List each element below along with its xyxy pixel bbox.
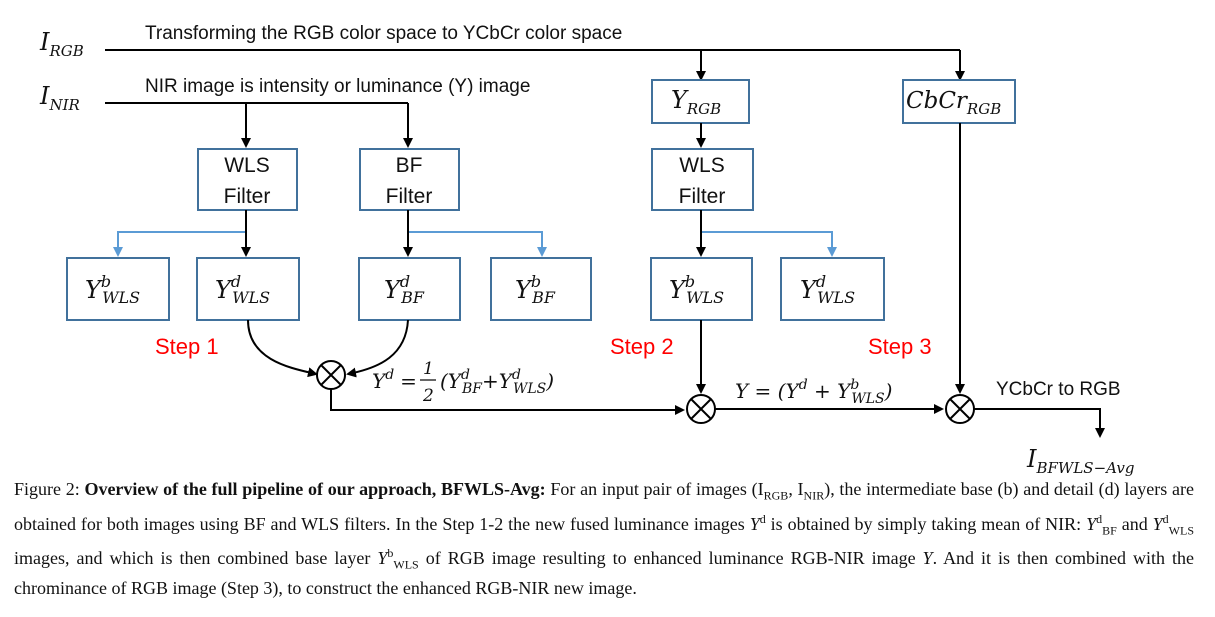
caption-text: of RGB image resulting to enhanced lumin… [418,548,923,569]
bf-filter-box [359,148,460,211]
wls-filter-2-line2: Filter [679,185,726,208]
ybfd-to-mult1-curve [346,319,409,378]
y-rgb-box [651,79,750,124]
wls-filter-box-2 [651,148,754,211]
pipeline-diagram: IRGB INIR Transforming the RGB color spa… [39,23,1134,477]
caption-math: Y [922,548,933,569]
rgb-transform-label: Transforming the RGB color space to YCbC… [145,23,622,44]
wls-filter-2-line1: WLS [679,154,725,177]
caption-sub: BF [1102,523,1117,538]
caption-text: and [1116,513,1153,534]
bf-filter-line1: BF [396,154,423,177]
caption-text: . And it is then combined with the chrom… [14,548,1194,598]
caption-bold-title: Overview of the full pipeline of our app… [84,479,546,499]
caption-math: Y [1152,513,1163,534]
multiply-node-1 [316,360,346,390]
caption-sup: d [1096,511,1103,526]
caption-sup: d [1162,511,1169,526]
wls1-split-blue [113,231,246,257]
wls-filter-1-line2: Filter [224,185,271,208]
nir-luminance-label: NIR image is intensity or luminance (Y) … [145,76,530,97]
caption-sup: b [387,546,394,561]
y-wls-b-box-1 [66,257,170,321]
step-2-label: Step 2 [610,334,674,359]
caption-math: Y [749,513,760,534]
cbcr-rgb-label: CbCrRGB [906,88,1001,118]
caption-sub: WLS [393,557,419,572]
y-wls-d-box-2 [780,257,885,321]
wls-filter-1-line1: WLS [224,154,270,177]
caption-sub: RGB [763,488,789,503]
caption-sub: NIR [803,488,825,503]
figure-caption: Figure 2: Overview of the full pipeline … [14,478,1194,600]
y-wls-b-box-2 [650,257,753,321]
wls2-split-blue [701,231,837,257]
y-bf-d-box [358,257,461,321]
equation-frac-den: 2 [422,386,434,406]
ycbcr-to-rgb-label: YCbCr to RGB [996,379,1121,400]
caption-text: , I [788,479,804,499]
ywlsd-to-mult1-curve [247,319,318,378]
caption-text: ), the intermediate base (b) and detail … [14,479,1194,534]
cbcr-rgb-box [902,79,1016,124]
multiply-node-2 [686,394,716,424]
wls-filter-box-1 [197,148,298,211]
caption-text: images, and which is then combined base … [14,548,378,569]
step-3-label: Step 3 [868,334,932,359]
y-bf-b-box [490,257,592,321]
caption-math: Y [1086,513,1097,534]
mult1-to-mult2-line [330,389,685,415]
y-wls-d-box-1 [196,257,300,321]
input-i-nir: INIR [39,82,80,114]
caption-text: For an input pair of images (I [545,479,764,499]
caption-sup: d [759,511,766,526]
equation-frac-num: 1 [423,359,434,379]
equation-yd-mean: Yd= [372,367,417,393]
output-i-bfwls-avg: IBFWLS−Avg [1026,445,1134,477]
input-i-rgb: IRGB [39,28,84,60]
multiply-node-3 [945,394,975,424]
bf-filter-line2: Filter [386,185,433,208]
y-rgb-label: YRGB [671,86,721,118]
caption-sub: WLS [1168,523,1194,538]
caption-text: is obtained by simply taking mean of NIR… [765,513,1087,534]
mult3-to-output-arrow [974,408,1105,438]
step-1-label: Step 1 [155,334,219,359]
caption-figure-label: Figure 2: [14,479,80,499]
caption-math: Y [377,548,388,569]
bf-split-blue [408,231,547,257]
